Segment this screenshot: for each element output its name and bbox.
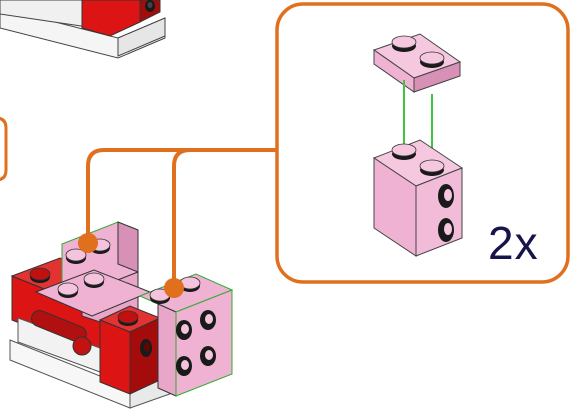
- quantity-label: 2x: [488, 217, 539, 269]
- attach-point-dot: [78, 233, 98, 253]
- attach-point-dot: [164, 278, 184, 298]
- callout-connector-left: [86, 148, 277, 240]
- previous-callout-frame: [0, 116, 8, 182]
- pink-brick-side-studs-part: [372, 139, 464, 257]
- main-assembly-model: [9, 221, 234, 409]
- previous-step-model: [0, 0, 166, 59]
- callout-connector-right: [172, 148, 277, 286]
